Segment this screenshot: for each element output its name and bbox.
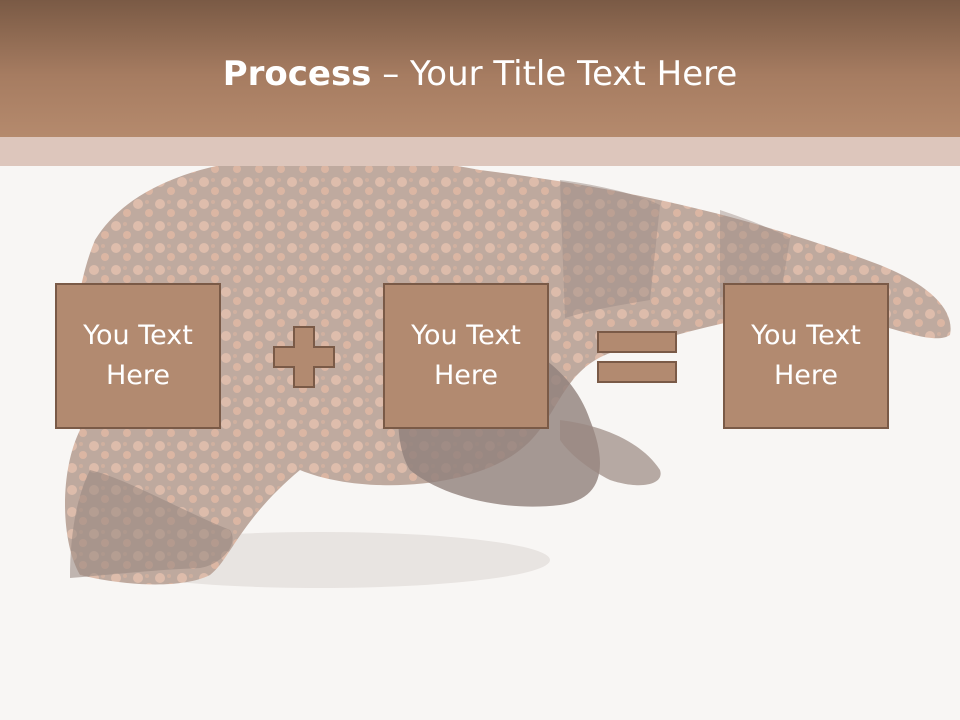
plus-icon [273,326,335,388]
header-bar [0,0,960,137]
process-box-2-text: You Text Here [411,320,521,391]
process-box-2[interactable]: You Text Here [383,283,549,429]
process-box-1-text: You Text Here [83,320,193,391]
process-box-3-text: You Text Here [751,320,861,391]
equals-icon [597,331,677,383]
slide-title[interactable]: Process – Your Title Text Here [0,52,960,96]
title-bold-part: Process [222,54,372,94]
header-accent-strip [0,137,960,166]
title-rest-part: – Your Title Text Here [371,54,738,94]
process-box-3[interactable]: You Text Here [723,283,889,429]
process-box-1[interactable]: You Text Here [55,283,221,429]
